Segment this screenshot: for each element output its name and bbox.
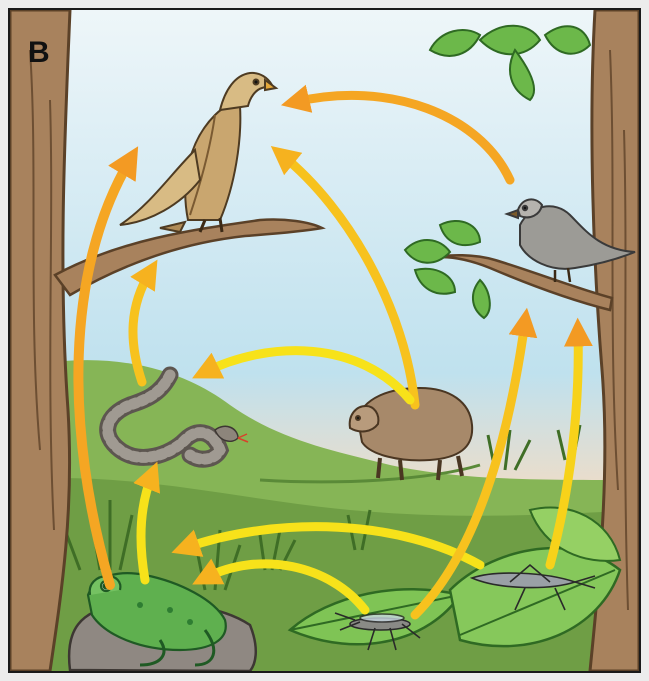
panel-label: B: [28, 36, 50, 70]
left-tree-trunk: [10, 10, 70, 671]
food-web-illustration: B: [8, 8, 641, 673]
food-web-scene: [10, 10, 639, 671]
